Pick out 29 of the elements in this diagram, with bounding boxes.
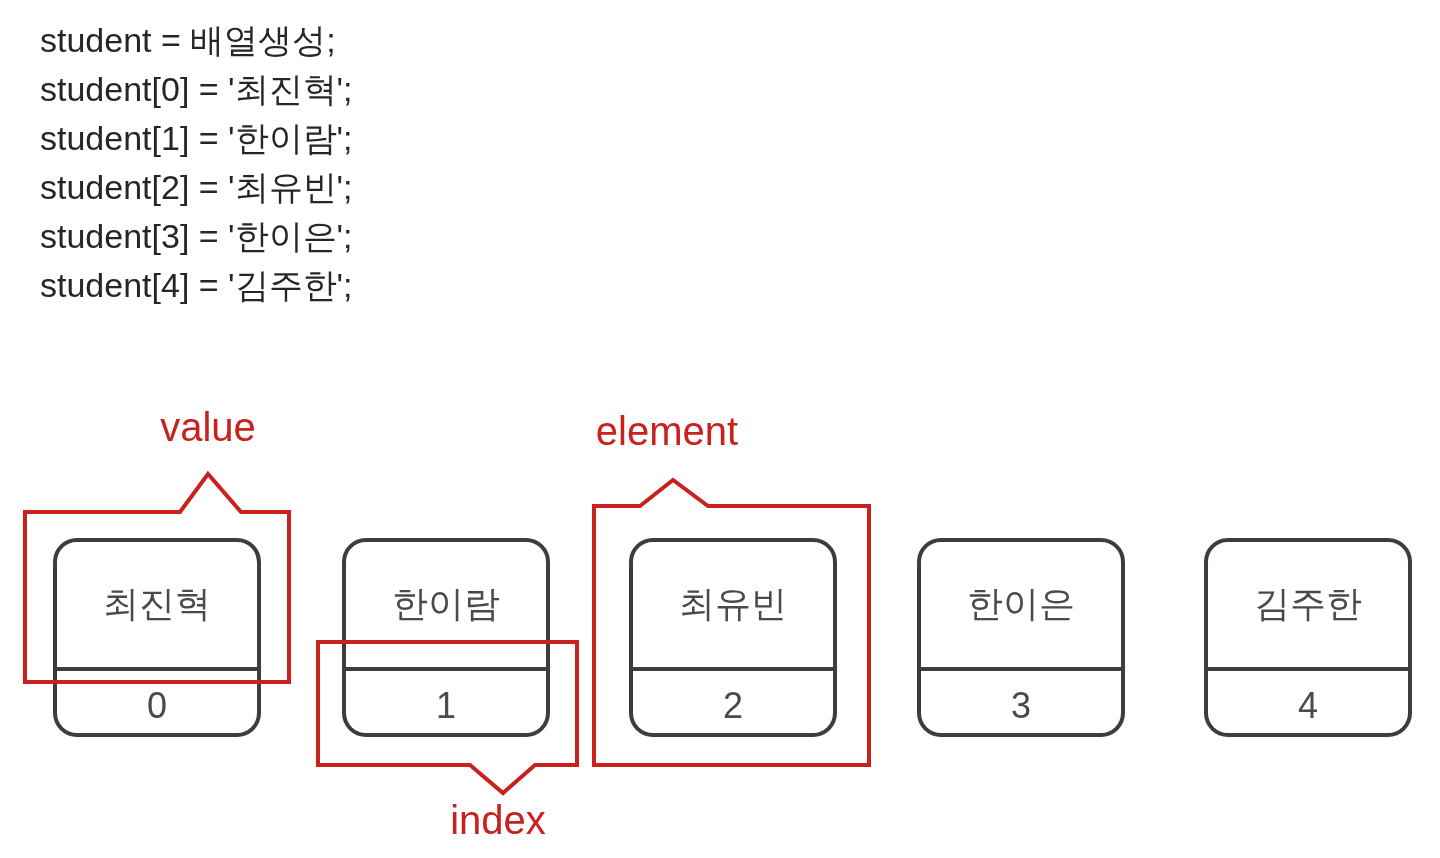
- value-cell: [342, 538, 550, 671]
- index-text: 4: [1298, 686, 1318, 725]
- code-line: student[4] = '김주한';: [40, 265, 353, 305]
- code-line: student[3] = '한이은';: [40, 216, 353, 256]
- code-line: student[1] = '한이람';: [40, 118, 353, 158]
- index-text: 2: [723, 686, 743, 725]
- index-text: 1: [436, 686, 456, 725]
- callout-label: index: [450, 797, 546, 843]
- code-line: student[2] = '최유빈';: [40, 167, 353, 207]
- callout-label: element: [595, 408, 739, 454]
- index-cell: [342, 671, 550, 737]
- value-cell: [917, 538, 1125, 671]
- value-text: 한이람: [392, 584, 500, 623]
- index-cell: [1204, 671, 1412, 737]
- value-cell: [629, 538, 837, 671]
- index-text: 3: [1011, 686, 1031, 725]
- index-cell: [917, 671, 1125, 737]
- code-line: student = 배열생성;: [40, 20, 336, 60]
- value-text: 최유빈: [679, 584, 787, 623]
- value-text: 김주한: [1254, 584, 1362, 623]
- index-cell: [629, 671, 837, 737]
- value-text: 한이은: [967, 584, 1075, 623]
- code-line: student[0] = '최진혁';: [40, 69, 353, 109]
- value-cell: [1204, 538, 1412, 671]
- value-text: 최진혁: [103, 584, 211, 623]
- callout-label: value: [160, 404, 256, 450]
- index-text: 0: [147, 686, 167, 725]
- value-cell: [53, 538, 261, 671]
- index-cell: [53, 671, 261, 737]
